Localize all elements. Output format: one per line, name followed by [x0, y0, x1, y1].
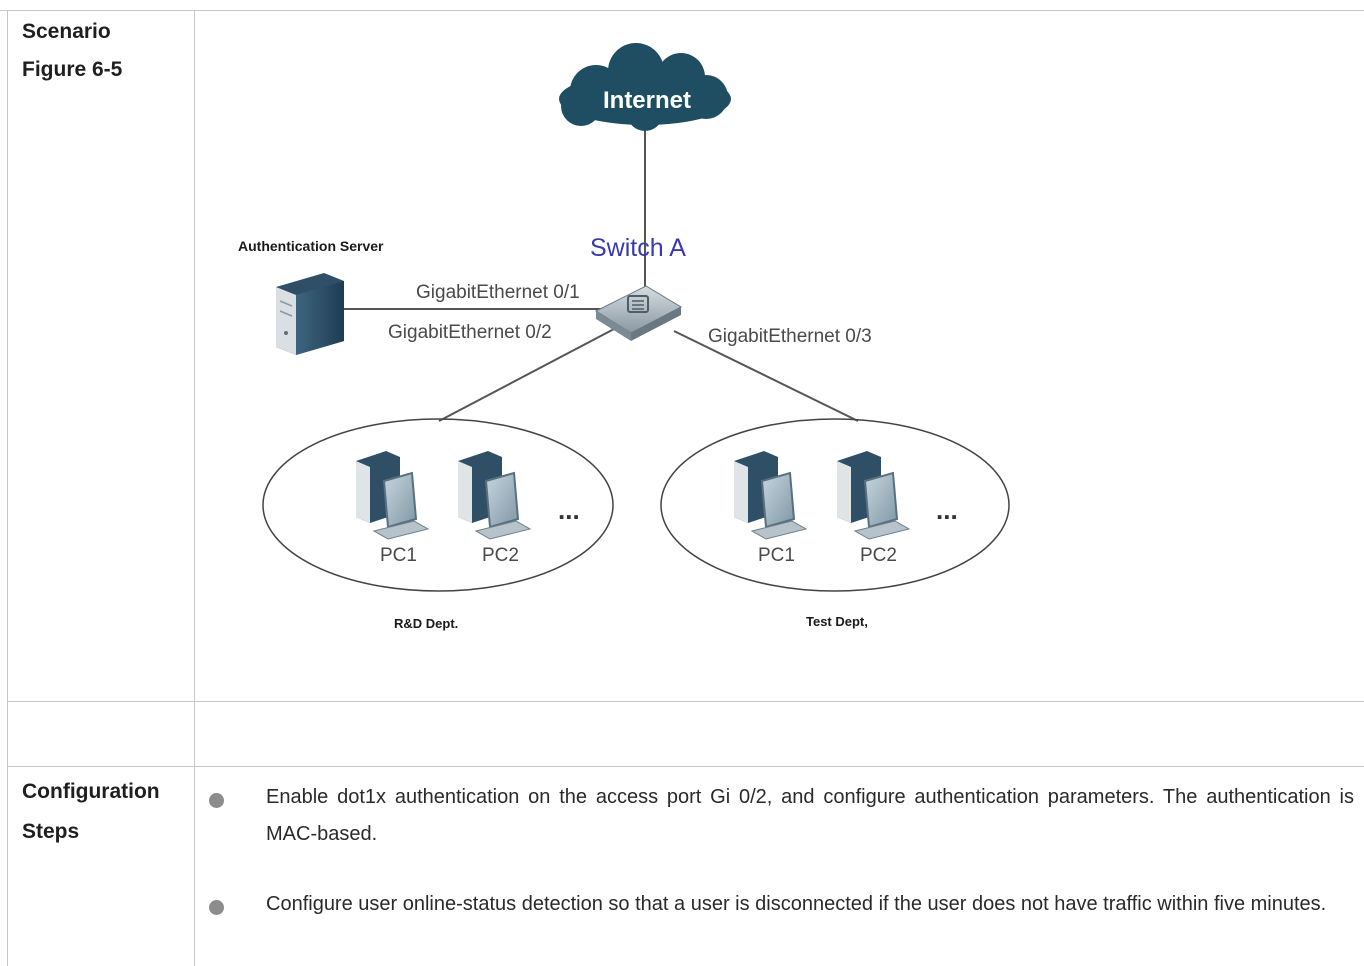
internet-label: Internet — [603, 87, 691, 114]
network-diagram: Internet Switch A Authentication Server — [196, 11, 1364, 701]
link-switch-test — [673, 330, 859, 422]
table-row-divider-2 — [7, 766, 1364, 767]
rnd-dept-group — [262, 418, 614, 592]
authentication-server-label: Authentication Server — [238, 238, 384, 254]
row-label-steps: Steps — [22, 820, 80, 843]
row-label-scenario: Scenario — [22, 20, 111, 43]
link-switch-rnd — [438, 328, 615, 422]
switch-a-label: Switch A — [590, 234, 686, 262]
row-label-figure: Figure 6-5 — [22, 58, 123, 81]
table-border-left — [7, 10, 8, 966]
switch-icon — [594, 285, 683, 341]
row-label-configuration: Configuration — [22, 780, 160, 803]
rnd-ellipsis: ... — [558, 495, 580, 525]
test-pc1-label: PC1 — [758, 545, 795, 566]
rnd-dept-label: R&D Dept. — [394, 616, 458, 631]
bullet-icon — [209, 793, 224, 808]
bullet-icon — [209, 900, 224, 915]
test-dept-label: Test Dept, — [806, 614, 868, 629]
rnd-pc2-icon — [458, 451, 532, 540]
test-pc1-icon — [734, 451, 808, 540]
rnd-pc1-icon — [356, 451, 430, 540]
test-pc2-label: PC2 — [860, 545, 897, 566]
rnd-pc1-label: PC1 — [380, 545, 417, 566]
test-ellipsis: ... — [936, 495, 958, 525]
server-icon — [276, 273, 344, 355]
rnd-pc2-label: PC2 — [482, 545, 519, 566]
port-gi01-label: GigabitEthernet 0/1 — [416, 282, 580, 303]
step-text: Enable dot1x authentication on the acces… — [266, 786, 1354, 845]
port-gi03-label: GigabitEthernet 0/3 — [708, 326, 872, 347]
test-dept-group — [660, 418, 1010, 592]
port-gi02-label: GigabitEthernet 0/2 — [388, 322, 552, 343]
table-border-top — [0, 10, 1364, 11]
step-text: Configure user online-status detection s… — [266, 893, 1327, 915]
test-pc2-icon — [837, 451, 911, 540]
table-row-divider-1 — [7, 701, 1364, 702]
table-column-divider — [194, 10, 195, 966]
internet-cloud-icon — [559, 43, 731, 131]
